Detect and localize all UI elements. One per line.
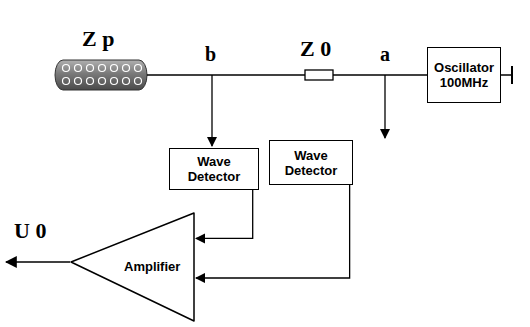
probe bbox=[55, 60, 147, 90]
node-text: Wave Detector bbox=[174, 154, 254, 184]
wire bbox=[333, 74, 428, 76]
impedance-label: Z p bbox=[82, 28, 114, 50]
amplifier-triangle: Amplifier bbox=[70, 212, 195, 322]
node-text: Amplifier bbox=[124, 259, 180, 274]
node-label: a bbox=[380, 44, 390, 64]
signal-connector bbox=[196, 190, 253, 238]
output-wire bbox=[6, 261, 70, 263]
ground-symbol bbox=[500, 66, 512, 84]
detector-box: Wave Detector bbox=[169, 148, 259, 190]
output-label: U 0 bbox=[14, 220, 46, 242]
node-text: Wave Detector bbox=[274, 148, 348, 178]
impedance-label: Z 0 bbox=[300, 38, 331, 60]
signal-connector bbox=[196, 185, 350, 278]
tap-wire bbox=[211, 75, 212, 146]
detector-box: Wave Detector bbox=[269, 140, 353, 185]
node-text: Oscillator 100MHz bbox=[432, 60, 496, 90]
impedance-symbol bbox=[305, 70, 333, 80]
oscillator-box: Oscillator 100MHz bbox=[427, 47, 501, 103]
tap-wire bbox=[384, 75, 385, 138]
wire bbox=[147, 74, 305, 76]
node-label: b bbox=[205, 44, 216, 64]
